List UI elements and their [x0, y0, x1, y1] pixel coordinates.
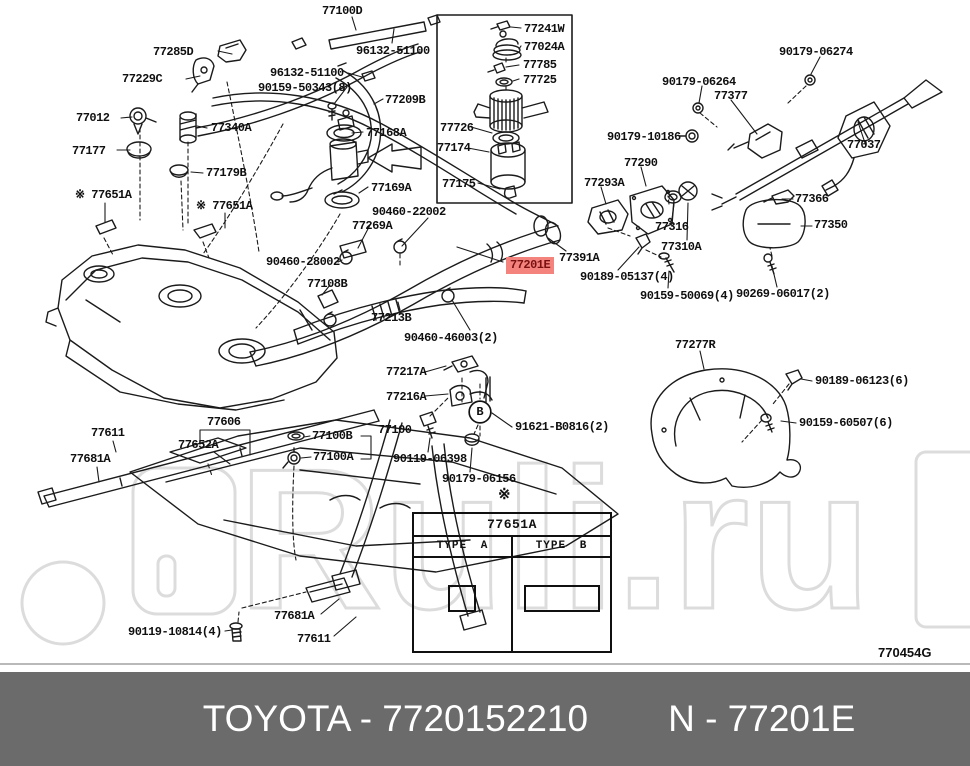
part-label: 77177 [72, 144, 106, 158]
breather-hose [293, 286, 527, 345]
part-label: 90159-50069(4) [640, 289, 734, 303]
part-label: 90159-60507(6) [799, 416, 893, 430]
footer-caption-bar: TOYOTA - 7720152210 N - 77201E [0, 672, 970, 766]
part-label: 77611 [91, 426, 125, 440]
part-label: 90460-22002 [372, 205, 446, 219]
liner-fasteners [760, 369, 803, 433]
variant-table-col-type-a: TYPE A [414, 537, 513, 556]
part-label: 77277R [675, 338, 716, 352]
part-label: ※ 77651A [75, 188, 132, 202]
part-label: 90179-06156 [442, 472, 516, 486]
part-label: 91621-B0816(2) [515, 420, 609, 434]
fuel-pump-assembly [270, 109, 422, 209]
support-rod-assembly [679, 74, 943, 211]
part-label: 77725 [523, 73, 557, 87]
part-label: 77606 [207, 415, 241, 429]
part-label: 77290 [624, 156, 658, 170]
part-label: 77179B [206, 166, 247, 180]
part-label: 77785 [523, 58, 557, 72]
part-label: 90269-06017(2) [736, 287, 830, 301]
variant-table-title: 77651A [414, 514, 610, 537]
part-label: 77100 [378, 423, 412, 437]
part-label: 77340A [211, 121, 252, 135]
type-a-pad-shape [448, 585, 476, 612]
part-label: 90460-46003(2) [404, 331, 498, 345]
footer-part-code: N - 77201E [668, 698, 856, 739]
part-label: ※ 77651A [196, 199, 253, 213]
parts-diagram: Ruli.ru [20, 14, 970, 653]
part-label: 90189-05137(4) [580, 270, 674, 284]
part-label: 77377 [714, 89, 748, 103]
part-label: 77316 [655, 220, 689, 234]
part-label: 77037 [847, 138, 881, 152]
part-label: 77269A [352, 219, 393, 233]
part-label: 77681A [70, 452, 111, 466]
part-label: 77611 [297, 632, 331, 646]
variant-table: 77651A TYPE A TYPE B [412, 512, 612, 653]
watermark-text: Ruli.ru [238, 428, 871, 651]
callout-b: B [469, 401, 491, 423]
sheet-code: 770454G [878, 645, 932, 660]
part-label: 90119-06398 [393, 452, 467, 466]
part-label: 90179-10186 [607, 130, 681, 144]
part-label: 77391A [559, 251, 600, 265]
variant-table-divider [511, 558, 513, 653]
part-label: 77229C [122, 72, 163, 86]
part-label: 77100D [322, 4, 363, 18]
part-label: 77174 [437, 141, 471, 155]
part-label: 77681A [274, 609, 315, 623]
part-label: 90460-28002 [266, 255, 340, 269]
part-label-highlighted: 77201E [506, 257, 555, 274]
part-label: 96132-51100 [270, 66, 344, 80]
part-label: 90189-06123(6) [815, 374, 909, 388]
part-label: 77024A [524, 40, 565, 54]
part-label: 77285D [153, 45, 194, 59]
watermark: Ruli.ru [20, 427, 970, 653]
part-label: 90179-06274 [779, 45, 853, 59]
fuel-filter-inset [436, 14, 573, 204]
part-label: 77726 [440, 121, 474, 135]
part-label: 77293A [584, 176, 625, 190]
part-label: 77012 [76, 111, 110, 125]
part-label: 77169A [371, 181, 412, 195]
fender-liner [650, 368, 802, 488]
part-label: 77652A [178, 438, 219, 452]
top-tubes [95, 14, 559, 239]
filler-neck-parts [533, 181, 806, 275]
part-label: 77209B [385, 93, 426, 107]
part-label: 90159-50343(8) [258, 81, 352, 95]
part-label: 77175 [442, 177, 476, 191]
part-label: 96132-51100 [356, 44, 430, 58]
part-label: 77100B [312, 429, 353, 443]
variant-table-col-type-b: TYPE B [535, 540, 588, 552]
fuel-tank [45, 244, 338, 411]
part-label: 90119-10814(4) [128, 625, 222, 639]
type-b-pad-shape [524, 585, 600, 612]
part-label: 77310A [661, 240, 702, 254]
footer-part-number: TOYOTA - 7720152210 [202, 698, 589, 739]
tank-protector [129, 419, 619, 573]
bottom-fasteners [229, 238, 492, 642]
part-label: 77213B [371, 311, 412, 325]
note-symbol: ※ [498, 487, 511, 504]
part-label: 77366 [795, 192, 829, 206]
part-label: 77350 [814, 218, 848, 232]
part-label: 77108B [307, 277, 348, 291]
part-label: 77241W [524, 22, 565, 36]
part-label: 77100A [313, 450, 354, 464]
pipe-support-brackets [443, 355, 493, 407]
part-label: 77217A [386, 365, 427, 379]
part-label: 77216A [386, 390, 427, 404]
part-label: 90179-06264 [662, 75, 736, 89]
dashed-lines [103, 57, 807, 623]
footer-divider-line [0, 663, 970, 665]
part-label: 77168A [366, 126, 407, 140]
leader-lines [96, 16, 867, 637]
